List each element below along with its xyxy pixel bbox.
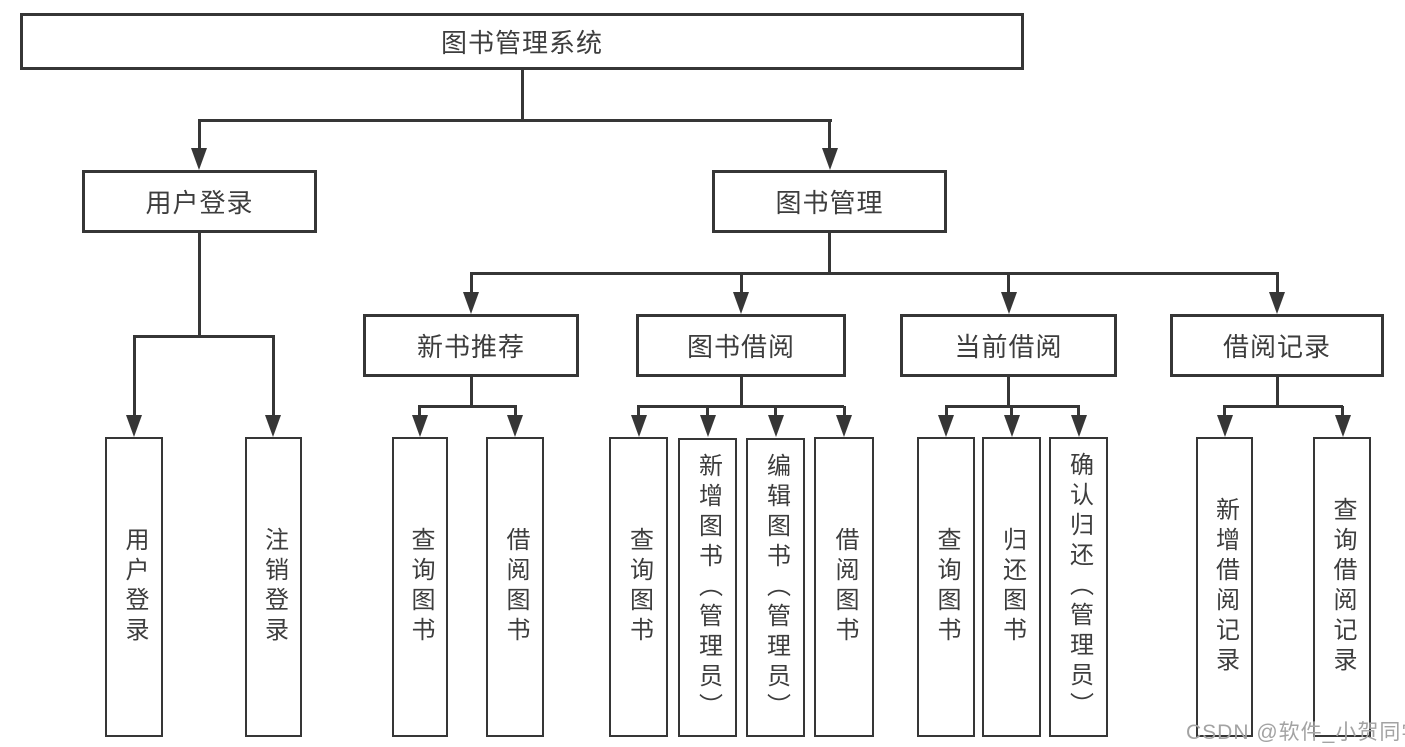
connector-line — [271, 336, 275, 418]
node-book-management: 图书管理 — [712, 170, 947, 233]
arrow-down-icon — [938, 415, 954, 437]
connector-line — [197, 120, 201, 152]
connector-line — [132, 334, 275, 338]
arrow-down-icon — [836, 415, 852, 437]
leaf-add-book-admin: 新增图书（管理员） — [678, 438, 737, 737]
connector-line — [774, 406, 777, 420]
connector-line — [739, 273, 743, 295]
arrow-down-icon — [1070, 415, 1087, 437]
arrow-down-icon — [1334, 415, 1351, 437]
connector-line — [418, 404, 517, 408]
connector-line — [520, 70, 524, 120]
connector-line — [828, 233, 831, 275]
arrow-down-icon — [265, 415, 281, 437]
arrow-down-icon — [1269, 292, 1285, 314]
arrow-down-icon — [767, 415, 784, 437]
node-current-borrowing: 当前借阅 — [900, 314, 1117, 377]
connector-line — [1275, 377, 1279, 406]
connector-line — [1275, 273, 1279, 295]
leaf-logout: 注销登录 — [245, 437, 302, 737]
arrow-down-icon — [191, 148, 207, 170]
arrow-down-icon — [463, 292, 479, 314]
connector-line — [1223, 404, 1343, 408]
leaf-add-borrow-record: 新增借阅记录 — [1196, 437, 1253, 737]
leaf-query-borrow-record: 查询借阅记录 — [1313, 437, 1371, 737]
leaf-confirm-return-admin: 确认归还（管理员） — [1049, 437, 1108, 737]
arrow-down-icon — [411, 415, 428, 437]
connector-line — [198, 233, 201, 336]
node-borrowing-records: 借阅记录 — [1170, 314, 1384, 377]
connector-line — [1077, 406, 1080, 420]
leaf-query-books-current: 查询图书 — [917, 437, 975, 737]
arrow-down-icon — [1003, 415, 1020, 437]
leaf-borrow-books-recommend: 借阅图书 — [486, 437, 544, 737]
node-library-management-system: 图书管理系统 — [20, 13, 1024, 70]
arrow-down-icon — [507, 415, 523, 437]
leaf-query-books-recommend: 查询图书 — [392, 437, 448, 737]
connector-line — [469, 273, 473, 295]
node-user-login: 用户登录 — [82, 170, 317, 233]
node-book-borrowing: 图书借阅 — [636, 314, 846, 377]
node-new-book-recommendation: 新书推荐 — [363, 314, 579, 377]
connector-line — [739, 377, 743, 406]
connector-line — [1007, 273, 1010, 295]
connector-line — [842, 406, 846, 420]
leaf-borrow-books: 借阅图书 — [814, 437, 874, 737]
arrow-down-icon — [733, 292, 749, 314]
connector-line — [944, 406, 948, 420]
arrow-down-icon — [699, 415, 716, 437]
arrow-down-icon — [821, 148, 838, 170]
arrow-down-icon — [1000, 292, 1017, 314]
connector-line — [513, 406, 517, 420]
connector-line — [1007, 377, 1010, 406]
csdn-watermark: CSDN @软件_小贺同学 — [1186, 721, 1405, 744]
arrow-down-icon — [630, 415, 647, 437]
connector-line — [637, 406, 640, 420]
connector-line — [197, 118, 832, 122]
arrow-down-icon — [1216, 415, 1233, 437]
leaf-query-books-borrow: 查询图书 — [609, 437, 668, 737]
leaf-return-books: 归还图书 — [982, 437, 1041, 737]
connector-line — [132, 336, 136, 418]
connector-line — [706, 406, 709, 420]
connector-line — [469, 377, 473, 406]
arrow-down-icon — [126, 415, 142, 437]
connector-line — [469, 271, 1279, 275]
connector-line — [828, 120, 831, 152]
connector-line — [1010, 406, 1013, 420]
connector-line — [418, 406, 421, 420]
connector-line — [1223, 406, 1226, 420]
leaf-edit-book-admin: 编辑图书（管理员） — [746, 438, 805, 737]
connector-line — [637, 404, 844, 408]
leaf-user-login: 用户登录 — [105, 437, 163, 737]
connector-line — [1341, 406, 1344, 420]
